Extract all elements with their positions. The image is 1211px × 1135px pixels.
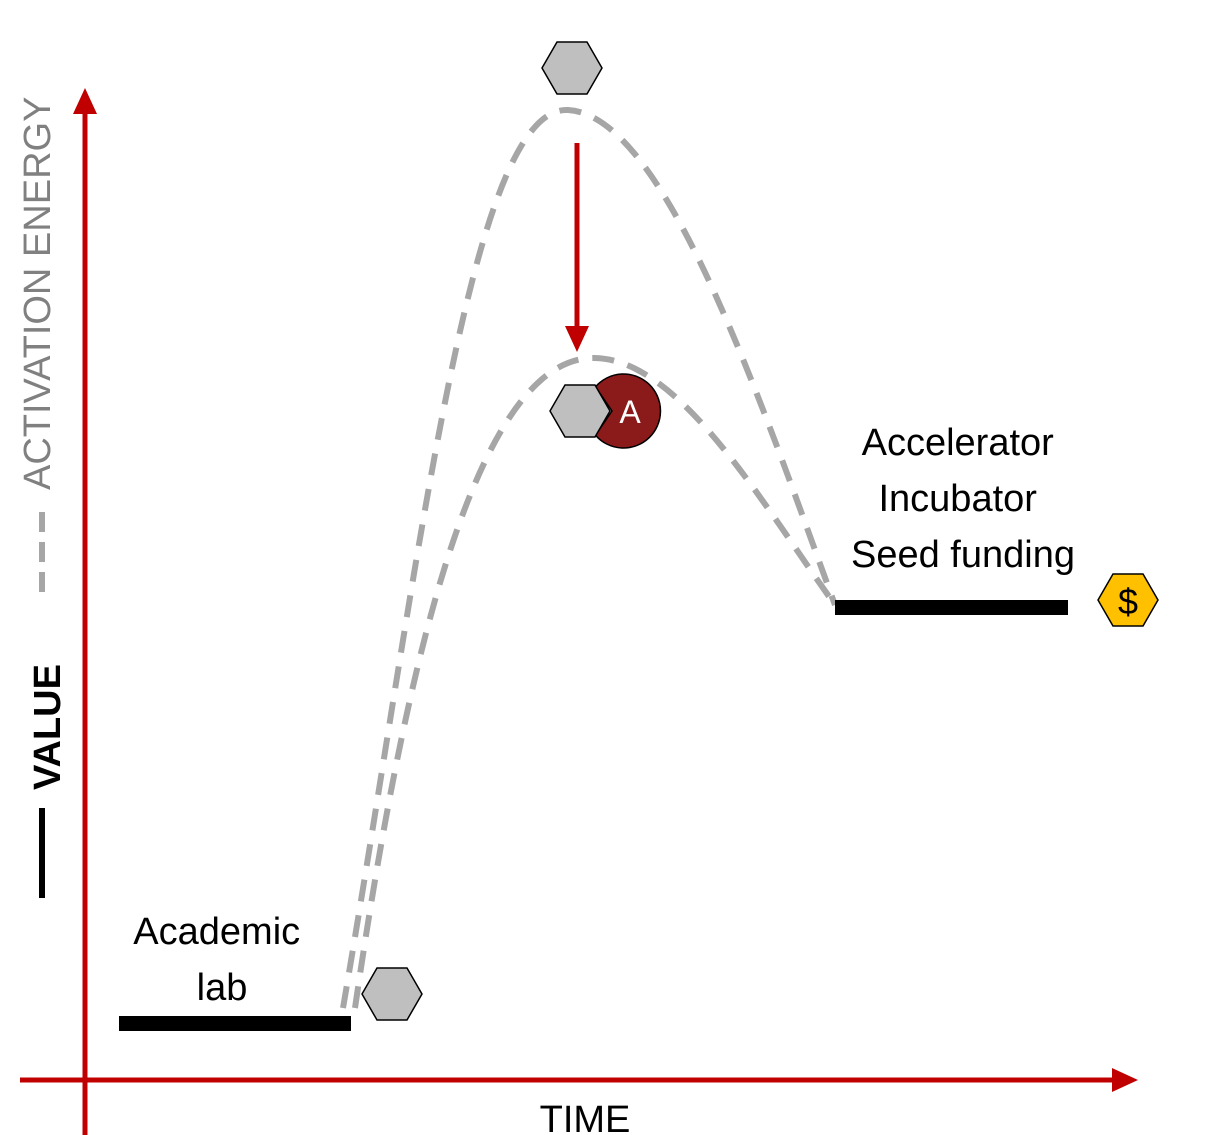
y-axis-legend: ACTIVATION ENERGY VALUE: [17, 97, 69, 898]
catalyst-letter: A: [619, 394, 641, 430]
arrow-down-icon: [565, 143, 589, 352]
end-stage-line: Seed funding: [851, 534, 1075, 576]
catalyst-pacman-icon: [594, 373, 662, 449]
energy-curves: [340, 106, 838, 1009]
x-axis-title: TIME: [540, 1099, 631, 1135]
hexagon-icon: [541, 41, 603, 95]
hexagon-icon: [361, 967, 423, 1021]
hexagon-icon: [549, 384, 611, 438]
y-axis-title-value: VALUE: [27, 664, 69, 790]
value-bar-end: [835, 600, 1068, 615]
x-axis-arrowhead: [1112, 1068, 1138, 1092]
end-stage-line: Accelerator: [862, 422, 1055, 464]
end-stage-label: Accelerator Incubator Seed funding: [851, 422, 1075, 576]
catalyzed-complex: A: [549, 373, 662, 449]
dollar-hexagon-icon: $: [1097, 573, 1159, 627]
y-axis-title-energy: ACTIVATION ENERGY: [17, 97, 59, 490]
value-bar-start: [119, 1016, 351, 1031]
end-stage-line: Incubator: [878, 478, 1037, 520]
start-stage-line: Academic: [133, 911, 300, 953]
y-axis-arrowhead: [73, 88, 97, 114]
start-stage-line: lab: [197, 967, 248, 1009]
funding-symbol: $: [1118, 581, 1138, 622]
start-stage-label: Academic lab: [133, 911, 310, 1009]
uncatalyzed-energy-curve: [340, 106, 838, 1009]
catalyzed-energy-curve: [352, 354, 838, 1009]
axes: [20, 88, 1138, 1135]
